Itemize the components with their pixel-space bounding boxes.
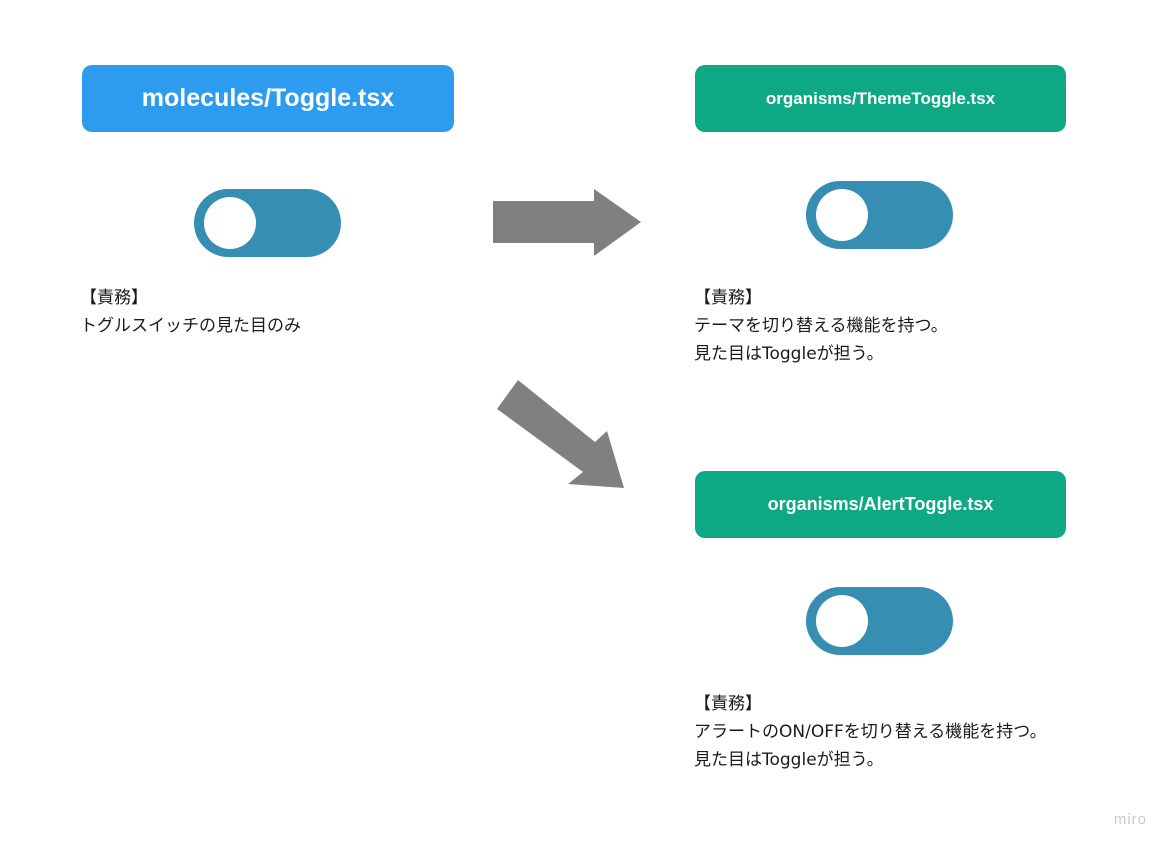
theme-toggle-title-box: organisms/ThemeToggle.tsx — [695, 65, 1066, 132]
right-arrow-icon — [493, 189, 641, 256]
down-right-arrow-icon — [497, 380, 624, 488]
molecule-description: 【責務】 トグルスイッチの見た目のみ — [80, 284, 301, 340]
description-line: トグルスイッチの見た目のみ — [80, 316, 301, 336]
molecule-title-box: molecules/Toggle.tsx — [82, 65, 454, 132]
responsibility-heading: 【責務】 — [694, 288, 762, 308]
description-line: テーマを切り替える機能を持つ。 — [694, 316, 948, 336]
miro-watermark: miro — [1113, 811, 1147, 828]
description-line: アラートのON/OFFを切り替える機能を持つ。 — [694, 722, 1047, 742]
alert-toggle-description: 【責務】 アラートのON/OFFを切り替える機能を持つ。 見た目はToggleが… — [694, 690, 1047, 774]
molecule-toggle-switch[interactable] — [194, 189, 341, 257]
toggle-knob — [816, 189, 868, 241]
description-line: 見た目はToggleが担う。 — [694, 344, 884, 364]
alert-toggle-title: organisms/AlertToggle.tsx — [767, 494, 994, 514]
description-line: 見た目はToggleが担う。 — [694, 750, 884, 770]
toggle-knob — [816, 595, 868, 647]
toggle-knob — [204, 197, 256, 249]
alert-toggle-switch[interactable] — [806, 587, 953, 655]
theme-toggle-description: 【責務】 テーマを切り替える機能を持つ。 見た目はToggleが担う。 — [694, 284, 948, 368]
responsibility-heading: 【責務】 — [80, 288, 148, 308]
theme-toggle-title: organisms/ThemeToggle.tsx — [765, 88, 996, 108]
alert-toggle-title-box: organisms/AlertToggle.tsx — [695, 471, 1066, 538]
responsibility-heading: 【責務】 — [694, 694, 762, 714]
theme-toggle-switch[interactable] — [806, 181, 953, 249]
molecule-title: molecules/Toggle.tsx — [141, 84, 395, 112]
